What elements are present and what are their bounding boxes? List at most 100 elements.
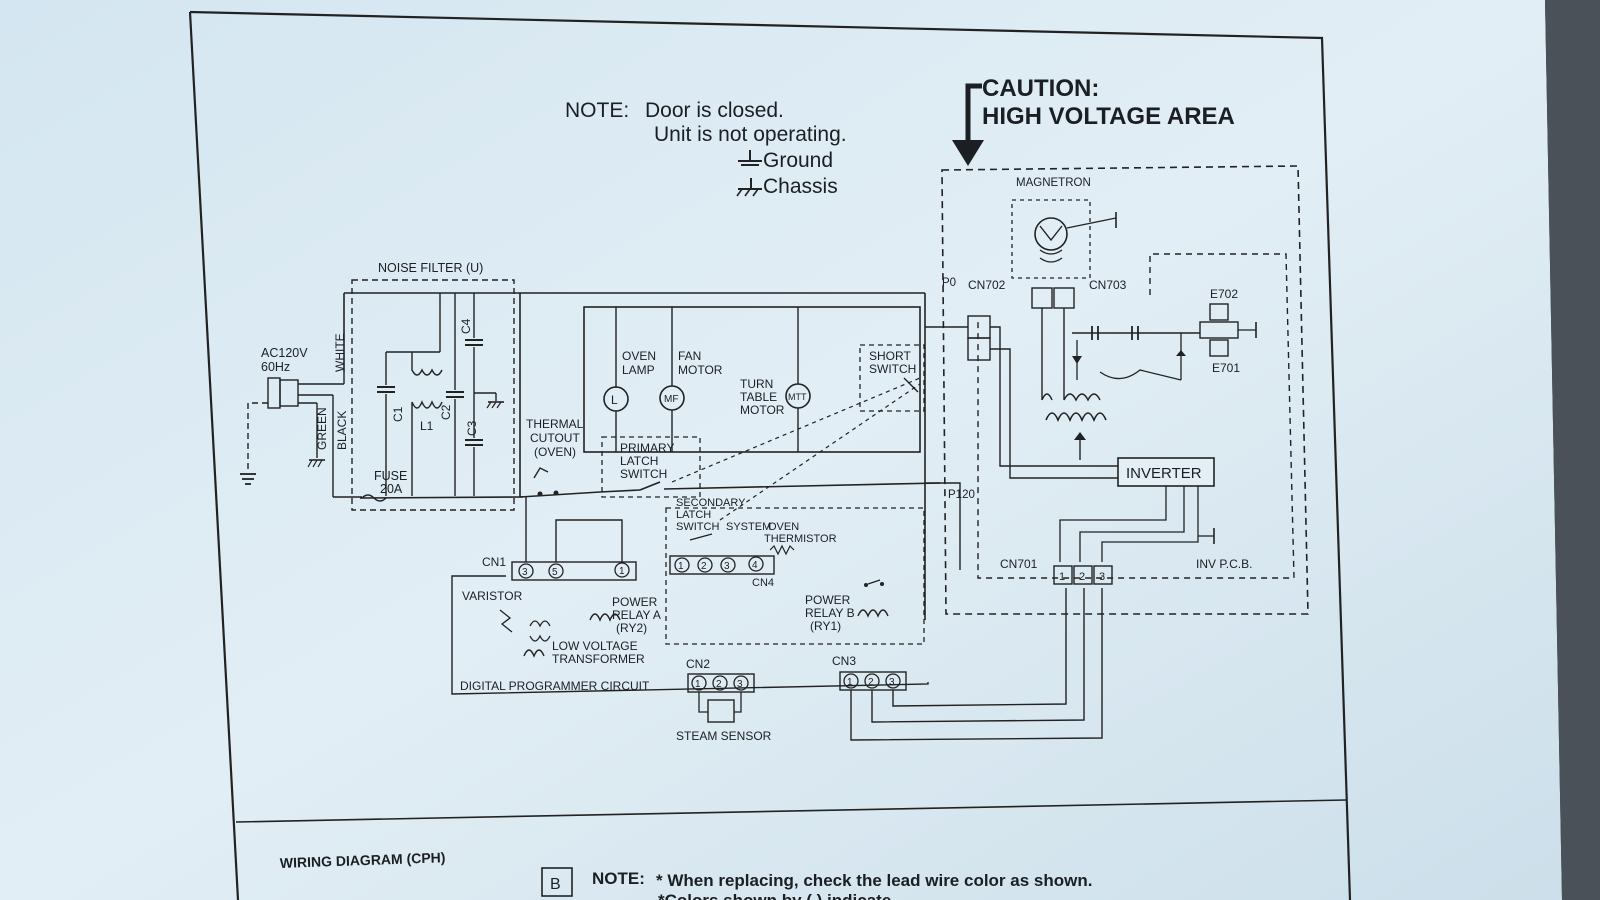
cn4-connector: 1 2 3 4 CN4 (669, 555, 775, 589)
section-divider (235, 799, 1347, 823)
cn702-cn703: CN702 CN703 (925, 278, 1127, 400)
thermal-cutout-label-2: CUTOUT (530, 431, 580, 445)
fuse-rating: 20A (380, 482, 403, 496)
cn701-pin-2: 2 (1079, 571, 1085, 583)
power-relay-a-coil-icon (589, 613, 621, 622)
high-voltage-area (941, 165, 1309, 615)
cn2-label: CN2 (686, 657, 710, 671)
note-heading: NOTE: (565, 99, 629, 122)
inverter-box (1117, 457, 1215, 487)
fan-motor-label-2: MOTOR (678, 363, 723, 377)
short-switch-label-2: SWITCH (869, 362, 916, 376)
cn3-label: CN3 (832, 654, 856, 668)
box-b-label: B (550, 876, 561, 893)
ac-input: AC120V 60Hz WHITE GREEN BLACK (240, 333, 362, 498)
steam-sensor-label: STEAM SENSOR (676, 729, 772, 743)
power-relay-b-label-2: RELAY B (805, 606, 855, 620)
oven-lamp: L OVEN LAMP (603, 307, 656, 452)
note-block: NOTE: Door is closed. Unit is not operat… (565, 99, 847, 198)
cn1-pin-5: 5 (552, 567, 558, 578)
cn3-pin-2: 2 (868, 677, 874, 688)
green-chassis-icon (307, 459, 325, 468)
power-relay-b-label-1: POWER (805, 593, 851, 607)
transformer-label: TRANSFORMER (552, 652, 645, 666)
cn3-connector: CN3 1 2 3 (832, 588, 1103, 741)
c1-label: C1 (391, 406, 405, 422)
primary-latch-label-2: LATCH (620, 454, 658, 468)
cn2-pin-2: 2 (716, 679, 722, 690)
digital-programmer-circuit: VARISTOR POWER RELAY A (RY2) LOW VOLTAGE… (451, 575, 929, 695)
note-chassis-label: Chassis (763, 175, 838, 198)
cn4-label: CN4 (752, 577, 774, 589)
primary-latch-label-3: SWITCH (620, 467, 667, 481)
thermal-cutout-label-1: THERMAL (526, 417, 584, 431)
cn701-pin-1: 1 (1059, 571, 1065, 583)
short-switch-icon (903, 377, 919, 393)
noise-filter-label: NOISE FILTER (U) (378, 261, 483, 275)
caution-arrow-shaft (965, 83, 982, 148)
e701-label: E701 (1212, 361, 1240, 375)
fuse-icon (361, 494, 387, 502)
loads-circuit (583, 306, 921, 453)
noise-filter-boundary (351, 279, 515, 511)
low-voltage-transformer-icon (523, 649, 545, 658)
ac-frequency-label: 60Hz (261, 360, 290, 374)
power-relay-a-label-3: (RY2) (616, 621, 647, 635)
short-switch-label-1: SHORT (869, 349, 911, 363)
thermistor-icon (769, 544, 795, 556)
note-not-operating: Unit is not operating. (654, 123, 847, 146)
oven-lamp-symbol: L (611, 393, 618, 407)
p0-label: P0 (942, 277, 956, 289)
cn1-pin-3: 3 (522, 567, 528, 578)
footer-note-line-1: * When replacing, check the lead wire co… (656, 871, 1092, 890)
c4-label: C4 (459, 318, 473, 334)
secondary-latch-label-2: LATCH (676, 509, 711, 521)
cn702-label: CN702 (968, 278, 1006, 292)
thermal-switch-icon (533, 467, 549, 479)
hv-rectifier (1072, 326, 1200, 381)
magnetron: MAGNETRON (1011, 177, 1117, 279)
primary-latch-label-1: PRIMARY (620, 441, 674, 455)
ac-voltage-label: AC120V (261, 346, 308, 360)
c2-label: C2 (439, 404, 453, 420)
noise-filter: NOISE FILTER (U) C1 L1 C2 C4 C3 (343, 261, 925, 511)
l1-coil-icon (411, 400, 443, 496)
ground-symbol-icon (738, 150, 762, 166)
inverter-block: INVERTER (925, 326, 1215, 570)
cn2-pin-3: 3 (737, 679, 743, 690)
cn4-pin-2: 2 (701, 561, 707, 572)
white-wire-label: WHITE (333, 333, 347, 372)
inverter-label: INVERTER (1126, 465, 1202, 482)
outer-frame-left (188, 11, 240, 900)
inv-pcb-label: INV P.C.B. (1196, 557, 1252, 571)
oven-thermistor-label-1: OVEN (768, 521, 799, 533)
power-relay-b-label-3: (RY1) (810, 619, 841, 633)
outer-frame (189, 10, 1352, 900)
cn1-connector: CN1 3 5 1 (482, 497, 637, 581)
noise-filter-coil-icon (411, 352, 443, 376)
black-wire-label: BLACK (335, 411, 349, 450)
digital-programmer-label: DIGITAL PROGRAMMER CIRCUIT (460, 679, 650, 693)
wiring-diagram-title: WIRING DIAGRAM (CPH) (280, 849, 446, 871)
interlock-link-2 (719, 383, 921, 521)
hv-transformer (1041, 393, 1107, 452)
fan-motor-symbol: MF (664, 394, 678, 405)
magnetron-icon (1034, 217, 1068, 251)
cn701-pin-3: 3 (1099, 571, 1105, 583)
oven-lamp-label-2: LAMP (622, 363, 655, 377)
magnetron-label: MAGNETRON (1016, 177, 1091, 189)
secondary-latch-label-3: SWITCH (676, 521, 719, 533)
power-relay-a-label-1: POWER (612, 595, 658, 609)
cn4-pin-1: 1 (678, 561, 684, 572)
cn3-pin-1: 1 (847, 677, 853, 688)
hv-transformer-icon (1045, 412, 1107, 423)
low-voltage-label: LOW VOLTAGE (552, 639, 638, 653)
fan-motor-label-1: FAN (678, 349, 701, 363)
steam-sensor-icon (707, 699, 735, 723)
e702-label: E702 (1210, 287, 1238, 301)
filter-chassis-icon (486, 393, 504, 409)
varistor-label: VARISTOR (462, 589, 523, 603)
footer-note-line-2: *Colors shown by ( ) indicate... (658, 891, 905, 900)
inverter-pcb-boundary (977, 253, 1295, 579)
